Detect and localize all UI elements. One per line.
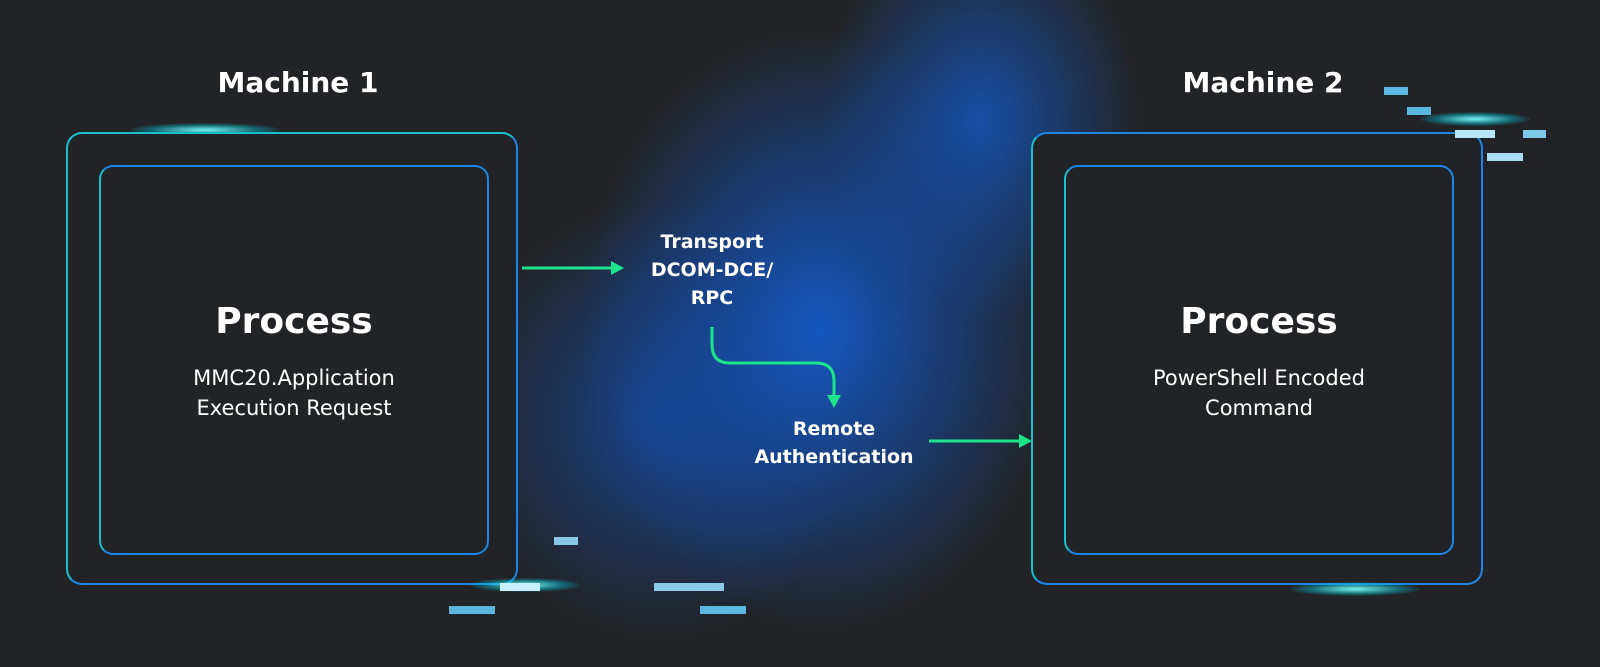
label-line: RPC — [690, 287, 734, 309]
process-description-1: MMC20.Application Execution Request — [101, 363, 487, 423]
decorative-dash — [700, 606, 746, 614]
arrowhead-icon — [611, 261, 624, 275]
process-title-2: Process — [1180, 301, 1338, 342]
decorative-dash — [500, 583, 540, 591]
process-title-1: Process — [215, 301, 373, 342]
process-box-2: Process PowerShell Encoded Command — [1064, 165, 1454, 555]
process-line: MMC20.Application — [193, 366, 395, 390]
machine-1-title: Machine 1 — [217, 66, 379, 99]
decorative-dash — [449, 606, 495, 614]
process-description-2: PowerShell Encoded Command — [1066, 363, 1452, 423]
process-line: Command — [1205, 396, 1313, 420]
machine-2-title: Machine 2 — [1182, 66, 1344, 99]
light-flare — [1420, 112, 1530, 126]
authentication-label: Remote Authentication — [734, 415, 934, 471]
machine-2-box: Process PowerShell Encoded Command — [1031, 132, 1483, 585]
label-line: Remote — [792, 418, 876, 440]
decorative-dash — [1384, 87, 1408, 95]
machine-1-box: Process MMC20.Application Execution Requ… — [66, 132, 518, 585]
decorative-dash — [554, 537, 578, 545]
decorative-dash — [1487, 153, 1523, 161]
light-flare — [1290, 582, 1420, 596]
decorative-dash — [1455, 130, 1495, 138]
decorative-dash — [1523, 130, 1546, 138]
process-line: Execution Request — [196, 396, 392, 420]
decorative-dash — [654, 583, 724, 591]
arrowhead-icon — [1019, 434, 1032, 448]
process-box-1: Process MMC20.Application Execution Requ… — [99, 165, 489, 555]
label-line: Authentication — [754, 446, 914, 468]
arrowhead-icon — [827, 395, 841, 408]
label-line: DCOM-DCE/ — [650, 259, 774, 281]
process-line: PowerShell Encoded — [1153, 366, 1365, 390]
transport-label: Transport DCOM-DCE/ RPC — [612, 228, 812, 312]
decorative-dash — [1407, 107, 1431, 115]
arrow-to-authentication — [710, 327, 836, 398]
label-line: Transport — [660, 231, 764, 253]
